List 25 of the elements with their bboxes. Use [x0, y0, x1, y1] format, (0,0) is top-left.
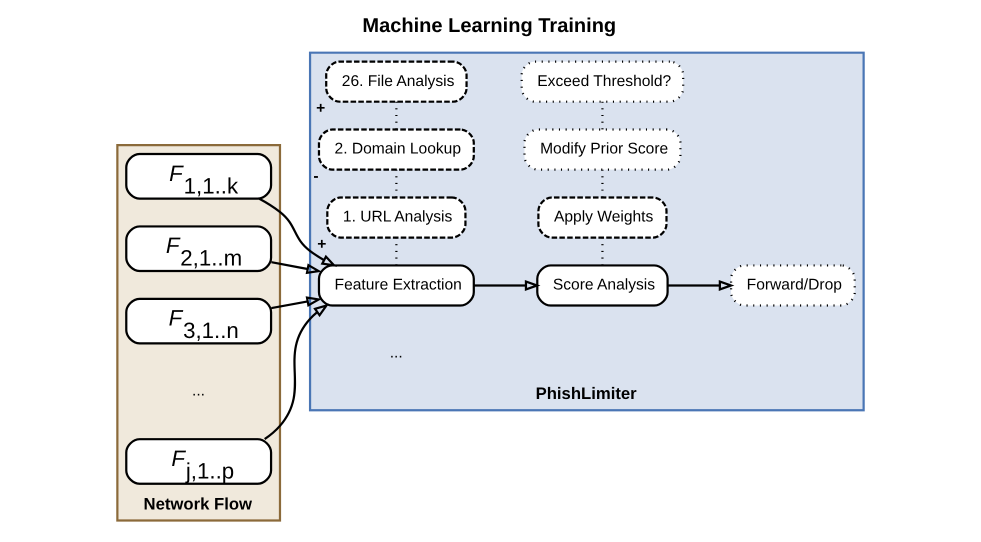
node-label: + [316, 100, 326, 118]
arrow [271, 261, 322, 274]
arrow [264, 304, 330, 440]
connector [395, 102, 398, 130]
connector [601, 102, 604, 130]
arrow [271, 296, 322, 310]
node-box: Feature Extraction [318, 264, 475, 307]
label: ... [390, 344, 403, 362]
node-box: 1. URL Analysis [326, 196, 467, 239]
connector [601, 170, 604, 198]
node-box: Apply Weights [537, 196, 668, 239]
arrow [258, 198, 337, 267]
label: ... [192, 382, 205, 400]
node-box: Score Analysis [536, 264, 669, 307]
node-box: Forward/Drop [730, 264, 856, 307]
node-label: + [317, 236, 326, 253]
node-box: Modify Prior Score [523, 128, 682, 171]
node-box: 26. File Analysis [325, 60, 468, 103]
arrow [474, 280, 540, 291]
node-box: 2. Domain Lookup [318, 128, 475, 171]
arrow [668, 280, 734, 291]
diagram-title: Machine Learning Training [362, 14, 616, 37]
connector [395, 170, 398, 198]
node-box: Exceed Threshold? [520, 60, 684, 103]
node-label: - [313, 168, 319, 185]
